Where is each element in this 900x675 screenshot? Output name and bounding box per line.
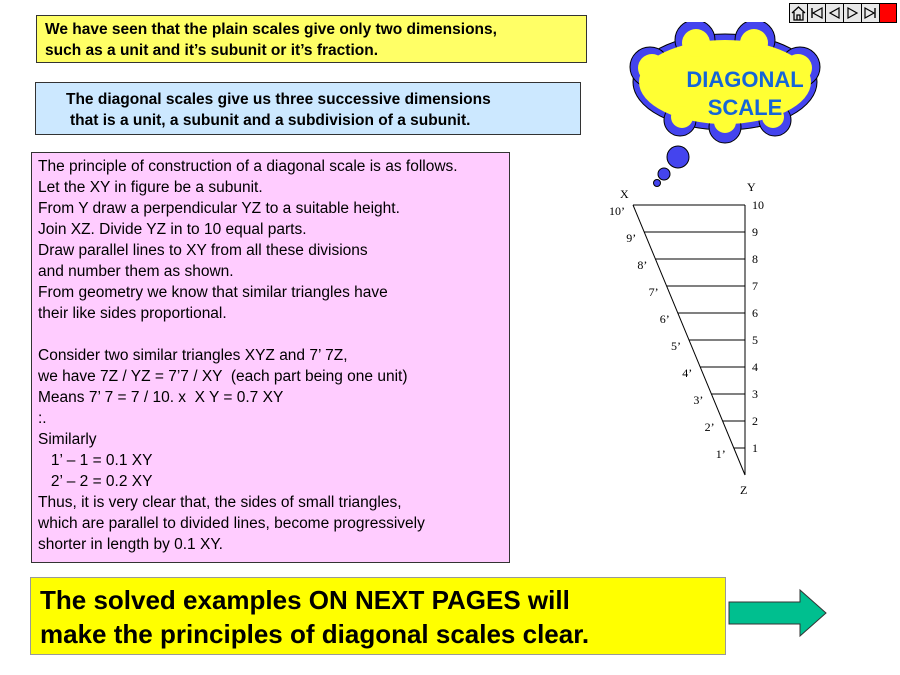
principle-line: From Y draw a perpendicular YZ to a suit… — [38, 200, 400, 217]
intro-line: We have seen that the plain scales give … — [45, 21, 497, 38]
dimensions-box: The diagonal scales give us three succes… — [35, 82, 581, 135]
principle-line: we have 7Z / YZ = 7’7 / XY (each part be… — [38, 368, 408, 385]
principle-line: and number them as shown. — [38, 263, 234, 280]
division-label-left: 3’ — [693, 393, 703, 407]
thought-cloud — [629, 22, 821, 187]
dimensions-line: that is a unit, a subunit and a subdivis… — [70, 112, 471, 129]
home-icon[interactable] — [789, 3, 808, 23]
principle-line: 2’ – 2 = 0.2 XY — [38, 473, 153, 490]
intro-line: such as a unit and it’s subunit or it’s … — [45, 42, 379, 59]
division-label-right: 7 — [752, 279, 758, 293]
previous-slide-icon[interactable] — [825, 3, 844, 23]
division-label-left: 4’ — [682, 366, 692, 380]
division-label-right: 1 — [752, 441, 758, 455]
next-slide-icon[interactable] — [843, 3, 862, 23]
division-label-left: 5’ — [671, 339, 681, 353]
principle-line — [38, 324, 503, 345]
division-label-right: 3 — [752, 387, 758, 401]
division-label-left: 1’ — [716, 447, 726, 461]
label-x: X — [620, 187, 629, 201]
principle-line: The principle of construction of a diago… — [38, 158, 458, 175]
conclusion-box: The solved examples ON NEXT PAGES will m… — [30, 577, 726, 655]
cloud-title: DIAGONAL SCALE — [640, 66, 850, 122]
cloud-title-line: SCALE — [707, 95, 783, 120]
division-label-left: 9’ — [626, 231, 636, 245]
division-label-right: 9 — [752, 225, 758, 239]
last-slide-icon[interactable] — [861, 3, 880, 23]
principle-line: Means 7’ 7 = 7 / 10. x X Y = 0.7 XY — [38, 389, 284, 406]
principle-line: Join XZ. Divide YZ in to 10 equal parts. — [38, 221, 307, 238]
principle-line: Similarly — [38, 431, 97, 448]
label-z: Z — [740, 483, 747, 497]
cloud-title-line: DIAGONAL — [686, 67, 804, 92]
principle-line: shorter in length by 0.1 XY. — [38, 536, 223, 553]
first-slide-icon[interactable] — [807, 3, 826, 23]
principle-line: Let the XY in figure be a subunit. — [38, 179, 263, 196]
division-label-left: 10’ — [609, 204, 625, 218]
principle-line: Thus, it is very clear that, the sides o… — [38, 494, 402, 511]
principle-line: their like sides proportional. — [38, 305, 227, 322]
division-label-left: 7’ — [649, 285, 659, 299]
principle-line: :. — [38, 410, 47, 427]
end-show-icon[interactable] — [879, 3, 897, 23]
division-label-right: 5 — [752, 333, 758, 347]
intro-box: We have seen that the plain scales give … — [36, 15, 587, 63]
conclusion-line: make the principles of diagonal scales c… — [40, 619, 590, 649]
principle-box: The principle of construction of a diago… — [31, 152, 510, 563]
division-label-right: 8 — [752, 252, 758, 266]
principle-line: Draw parallel lines to XY from all these… — [38, 242, 368, 259]
division-label-right: 4 — [752, 360, 758, 374]
diagonal-scale-figure: X Y Z 10 10’ 9 9’ 8 8’ 7 7’ 6 6’ 5 5’ 4 4’ 3 3’ 2 2’ 1 1’ — [609, 180, 764, 497]
next-page-arrow-icon[interactable] — [728, 588, 828, 638]
principle-line: Consider two similar triangles XYZ and 7… — [38, 347, 348, 364]
label-y: Y — [747, 180, 756, 194]
division-label-right: 10 — [752, 198, 764, 212]
slide-navigation — [789, 3, 897, 23]
dimensions-line: The diagonal scales give us three succes… — [66, 91, 491, 108]
principle-line: which are parallel to divided lines, bec… — [38, 515, 425, 532]
division-label-right: 6 — [752, 306, 758, 320]
conclusion-line: The solved examples ON NEXT PAGES will — [40, 585, 570, 615]
division-label-right: 2 — [752, 414, 758, 428]
division-label-left: 6’ — [660, 312, 670, 326]
principle-line: 1’ – 1 = 0.1 XY — [38, 452, 153, 469]
division-label-left: 8’ — [637, 258, 647, 272]
division-label-left: 2’ — [705, 420, 715, 434]
principle-line: From geometry we know that similar trian… — [38, 284, 388, 301]
